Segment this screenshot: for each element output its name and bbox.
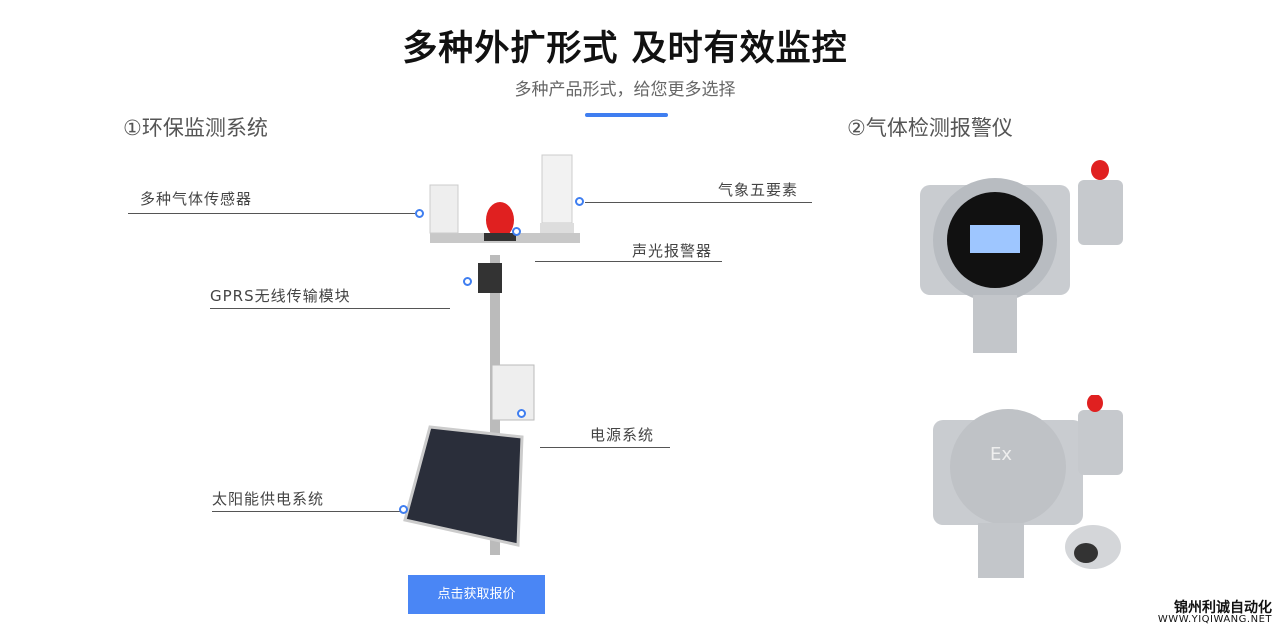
callout-dot [463, 277, 472, 286]
callout-dot [399, 505, 408, 514]
svg-text:Ex: Ex [990, 444, 1012, 465]
callout-alarm: 声光报警器 [632, 242, 713, 260]
callout-line [535, 261, 722, 262]
page-subtitle: 多种产品形式，给您更多选择 [514, 80, 736, 100]
callout-line [212, 511, 400, 512]
callout-dot [575, 197, 584, 206]
get-quote-button[interactable]: 点击获取报价 [408, 575, 545, 614]
callout-gas-sensors: 多种气体传感器 [140, 190, 253, 208]
callout-gprs: GPRS无线传输模块 [210, 287, 351, 305]
gas-detector-display-image [920, 160, 1123, 353]
watermark-url: WWW.YIQIWANG.NET [1157, 614, 1272, 625]
section-title-gas-detector: ②气体检测报警仪 [847, 116, 1013, 140]
callout-dot [415, 209, 424, 218]
page-title: 多种外扩形式 及时有效监控 [402, 29, 848, 69]
callout-line [210, 308, 450, 309]
title-underline [585, 113, 668, 117]
callout-weather: 气象五要素 [718, 181, 799, 199]
callout-dot [517, 409, 526, 418]
watermark-name: 锦州利诚自动化 [1174, 600, 1272, 616]
callout-dot [512, 227, 521, 236]
gas-detector-housing-image: Ex [933, 395, 1123, 578]
section-title-environmental: ①环保监测系统 [123, 116, 268, 140]
callout-line [128, 213, 415, 214]
callout-power: 电源系统 [590, 426, 655, 444]
callout-line [540, 447, 670, 448]
callout-line [585, 202, 812, 203]
monitoring-station-image [403, 154, 580, 555]
callout-solar: 太阳能供电系统 [212, 490, 325, 508]
